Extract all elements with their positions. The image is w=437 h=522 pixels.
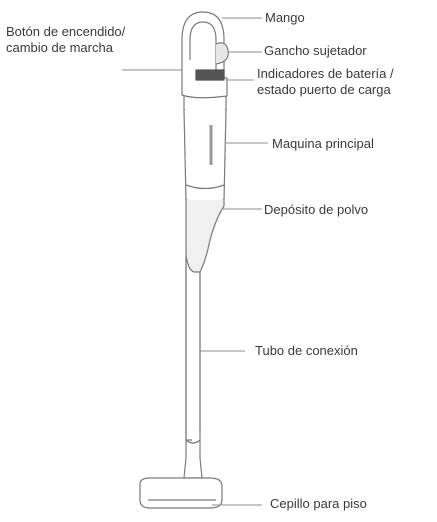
top-housing [181, 40, 228, 99]
tube-label: Tubo de conexión [255, 343, 358, 358]
hook-label: Gancho sujetador [264, 43, 367, 58]
dust-container [185, 200, 225, 273]
hook [215, 42, 229, 65]
main-unit-label: Maquina principal [272, 136, 374, 151]
indicator-panel [195, 69, 225, 81]
power-button-label-line2: cambio de marcha [6, 40, 113, 55]
handle-label: Mango [265, 10, 305, 25]
floor-brush [139, 477, 223, 509]
power-button-label: Botón de encendido/ cambio de marcha [6, 24, 125, 56]
connecting-tube [185, 265, 201, 458]
battery-indicator-label: Indicadores de batería / estado puerto d… [257, 66, 394, 98]
dust-container-label: Depósito de polvo [264, 202, 369, 217]
power-button-label-line1: Botón de encendido/ [6, 24, 126, 39]
battery-indicator-label-line1: Indicadores de batería / [257, 66, 394, 81]
battery-indicator-label-line2: estado puerto de carga [257, 82, 391, 97]
floor-brush-label: Cepillo para piso [270, 496, 367, 511]
